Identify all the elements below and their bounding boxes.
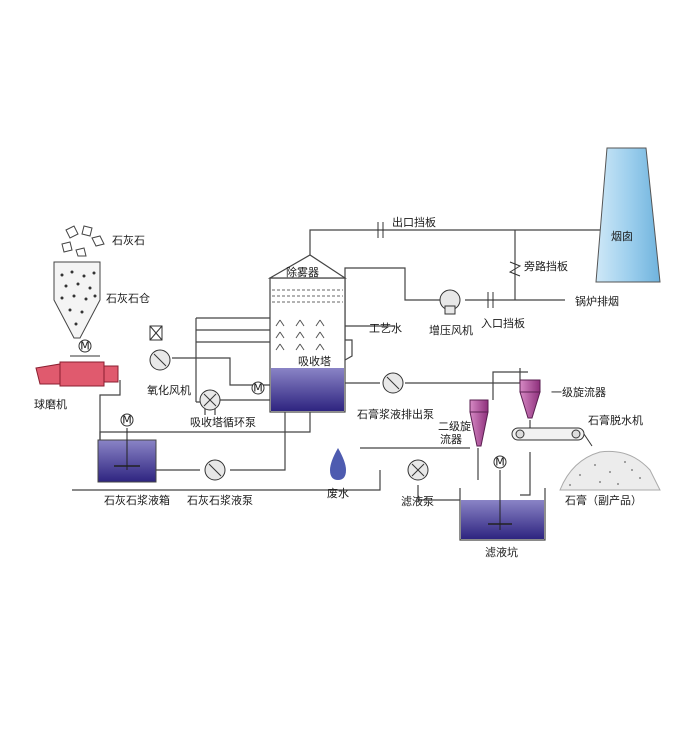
demister [272, 289, 343, 303]
label-limestone-silo: 石灰石仓 [106, 291, 150, 305]
label-gypsum-slurry-pump: 石膏浆液排出泵 [357, 407, 434, 421]
ball-mill [35, 355, 119, 387]
gypsum-pile [559, 450, 661, 491]
label-bypass-damper: 旁路挡板 [524, 259, 568, 273]
label-oxidation-fan: 氧化风机 [147, 383, 191, 397]
pipe-network [72, 229, 600, 501]
gypsum-dewatering-machine [511, 427, 593, 447]
label-demister: 除雾器 [286, 265, 319, 279]
primary-cyclone [519, 379, 541, 419]
label-booster-fan: 增压风机 [429, 323, 473, 337]
label-filtrate-pit: 滤液坑 [485, 545, 518, 559]
labels: 石灰石 石灰石仓 球磨机 氧化风机 吸收塔循环泵 除雾器 吸收塔 工艺水 出口挡… [34, 215, 643, 559]
outlet-damper-icon [377, 222, 384, 238]
label-secondary-cyclone-2: 流器 [440, 432, 462, 446]
absorber-agitator-motor: M [251, 381, 265, 395]
label-limestone-slurry-pump: 石灰石浆液泵 [187, 493, 253, 507]
gypsum-slurry-pump [382, 372, 404, 394]
label-limestone: 石灰石 [112, 233, 145, 247]
bypass-damper-icon [508, 261, 522, 277]
limestone-silo [53, 261, 101, 339]
label-primary-cyclone: 一级旋流器 [551, 385, 606, 399]
absorber-slurry [271, 368, 344, 411]
label-gypsum-byproduct: 石膏（副产品） [565, 493, 642, 507]
label-boiler-flue-gas: 锅炉排烟 [575, 294, 619, 308]
label-secondary-cyclone-1: 二级旋 [438, 419, 471, 433]
secondary-cyclone [469, 399, 489, 447]
label-ball-mill: 球磨机 [34, 397, 67, 411]
label-outlet-damper: 出口挡板 [392, 215, 436, 229]
ball-mill-motor: M [78, 339, 92, 353]
label-absorber-recirc-pump: 吸收塔循环泵 [190, 415, 256, 429]
waste-water-drop [330, 448, 346, 480]
label-absorber: 吸收塔 [298, 354, 331, 368]
limestone-slurry-tank: M [97, 413, 157, 483]
spray-nozzles [275, 319, 325, 351]
label-process-water: 工艺水 [369, 322, 402, 335]
absorber-recirc-pump [199, 389, 221, 411]
limestone-rocks [61, 225, 105, 257]
label-waste-water: 废水 [327, 486, 349, 500]
chimney [595, 147, 661, 283]
oxidation-fan [149, 325, 171, 371]
label-chimney: 烟囱 [611, 229, 633, 243]
booster-fan [439, 289, 461, 315]
label-limestone-slurry-tank: 石灰石浆液箱 [104, 493, 170, 507]
svg-text:M: M [80, 340, 90, 353]
svg-text:M: M [253, 382, 263, 395]
inlet-damper-icon [487, 292, 494, 308]
label-filtrate-pump: 滤液泵 [401, 494, 434, 508]
filtrate-pump [407, 459, 429, 481]
label-inlet-damper: 入口挡板 [481, 316, 525, 330]
label-gypsum-dewatering: 石膏脱水机 [588, 413, 643, 427]
filtrate-pit: M [459, 455, 546, 541]
limestone-slurry-pump [204, 459, 226, 481]
absorber-tower [267, 254, 353, 413]
svg-text:M: M [122, 414, 132, 427]
svg-text:M: M [495, 456, 505, 469]
